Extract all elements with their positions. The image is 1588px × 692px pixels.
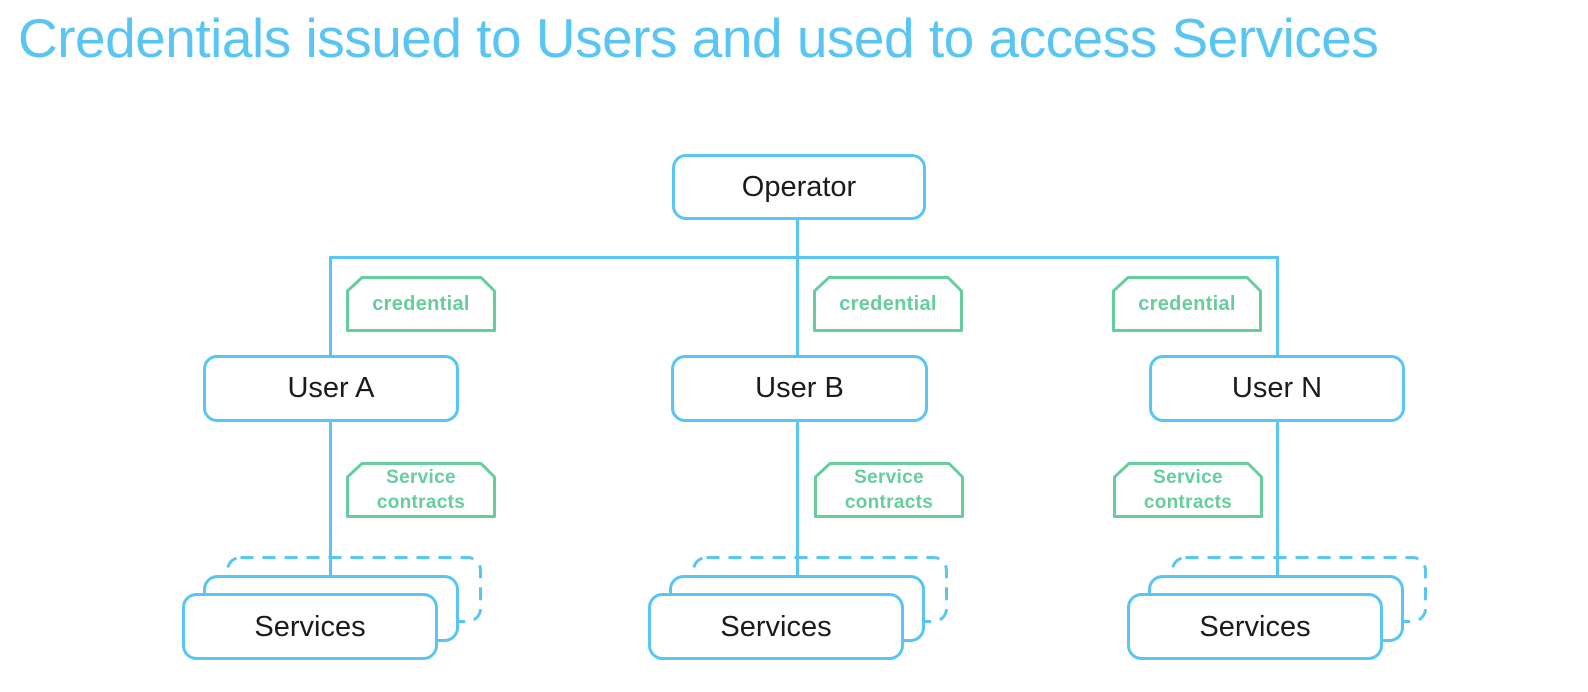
chamfered-tag-shape — [814, 462, 964, 518]
services-label: Services — [720, 610, 832, 643]
operator-label: Operator — [741, 170, 857, 203]
services-front-box — [1127, 593, 1383, 660]
user-a-node: User A — [203, 355, 459, 422]
services-stack-user-n: Services — [1127, 556, 1427, 661]
user-b-label: User B — [755, 372, 844, 404]
services-front-box — [648, 593, 904, 660]
credential-tag-user-b: credential — [813, 276, 963, 332]
user-n-label: User N — [1231, 372, 1323, 404]
service-contracts-line2: contracts — [844, 492, 934, 513]
credential-tag-user-a: credential — [346, 276, 496, 332]
chamfered-tag-shape — [346, 462, 496, 518]
stacked-boxes-shape — [182, 556, 482, 660]
services-stack-user-b: Services — [648, 556, 948, 661]
service-contracts-line1: Service — [386, 467, 456, 488]
services-stack-user-a: Services — [182, 556, 482, 661]
credential-tag-label: credential — [1138, 292, 1236, 315]
stacked-boxes-shape — [1127, 556, 1427, 660]
service-contracts-tag-label: Service contracts — [346, 462, 496, 518]
service-contracts-line1: Service — [1153, 467, 1223, 488]
connector-distribution-line — [329, 256, 1279, 259]
chamfered-tag-shape — [346, 276, 496, 332]
credential-tag-label: credential — [839, 292, 937, 315]
services-label: Services — [1199, 610, 1311, 643]
service-contracts-tag-user-b: Service contracts — [814, 462, 964, 518]
service-contracts-line2: contracts — [376, 492, 466, 513]
chamfered-tag-shape — [813, 276, 963, 332]
user-b-node: User B — [671, 355, 928, 422]
service-contracts-tag-user-n: Service contracts — [1113, 462, 1263, 518]
credential-tag-label: credential — [372, 292, 470, 315]
service-contracts-tag-label: Service contracts — [814, 462, 964, 518]
operator-node: Operator — [672, 154, 926, 220]
service-contracts-tag-user-a: Service contracts — [346, 462, 496, 518]
chamfered-tag-shape — [1113, 462, 1263, 518]
services-label: Services — [254, 610, 366, 643]
user-n-node: User N — [1149, 355, 1405, 422]
user-a-label: User A — [287, 372, 375, 404]
stacked-boxes-shape — [648, 556, 948, 660]
diagram-title: Credentials issued to Users and used to … — [18, 7, 1379, 69]
service-contracts-line2: contracts — [1143, 492, 1233, 513]
services-front-box — [182, 593, 438, 660]
service-contracts-line1: Service — [854, 467, 924, 488]
chamfered-tag-shape — [1112, 276, 1262, 332]
connector-operator-stem — [796, 218, 799, 258]
credential-tag-user-n: credential — [1112, 276, 1262, 332]
service-contracts-tag-label: Service contracts — [1113, 462, 1263, 518]
